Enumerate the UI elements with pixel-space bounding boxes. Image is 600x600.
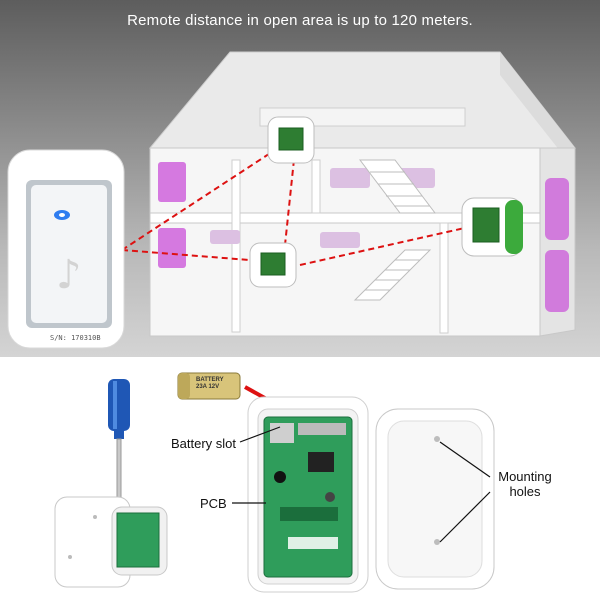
house-illustration	[121, 51, 577, 337]
battery-label: BATTERY 23A 12V	[196, 377, 224, 391]
battery-icon	[177, 372, 241, 400]
mounting-holes-label-line2: holes	[509, 484, 541, 499]
receiver-lower	[249, 242, 297, 288]
screwdriver-icon	[108, 379, 130, 510]
mounting-holes-label: Mounting holes	[490, 469, 560, 499]
house-scene: Remote distance in open area is up to 12…	[0, 0, 600, 357]
battery-label-bottom: 23A 12V	[196, 384, 220, 390]
music-note-icon: ♪	[56, 252, 82, 298]
internals-illustration	[54, 372, 495, 593]
internals-section: BATTERY 23A 12V Battery slot PCB Mountin…	[0, 357, 600, 600]
mounting-hole-bottom	[434, 539, 440, 545]
doorbell-transmitter: ♪	[7, 149, 125, 349]
receiver-right	[461, 197, 523, 257]
mounting-holes-label-line1: Mounting	[498, 469, 552, 484]
transmitter-serial: S/N: 170310B	[50, 334, 101, 342]
mounting-hole-top	[434, 436, 440, 442]
signal-lines	[121, 149, 479, 266]
battery-label-top: BATTERY	[196, 377, 224, 383]
receiver-upper	[267, 116, 315, 164]
headline: Remote distance in open area is up to 12…	[127, 12, 473, 29]
main-device-open	[247, 396, 369, 593]
device-lid	[375, 408, 495, 590]
battery-slot-label: Battery slot	[171, 436, 237, 451]
pcb-label: PCB	[200, 496, 227, 511]
small-opened-device	[54, 496, 168, 588]
